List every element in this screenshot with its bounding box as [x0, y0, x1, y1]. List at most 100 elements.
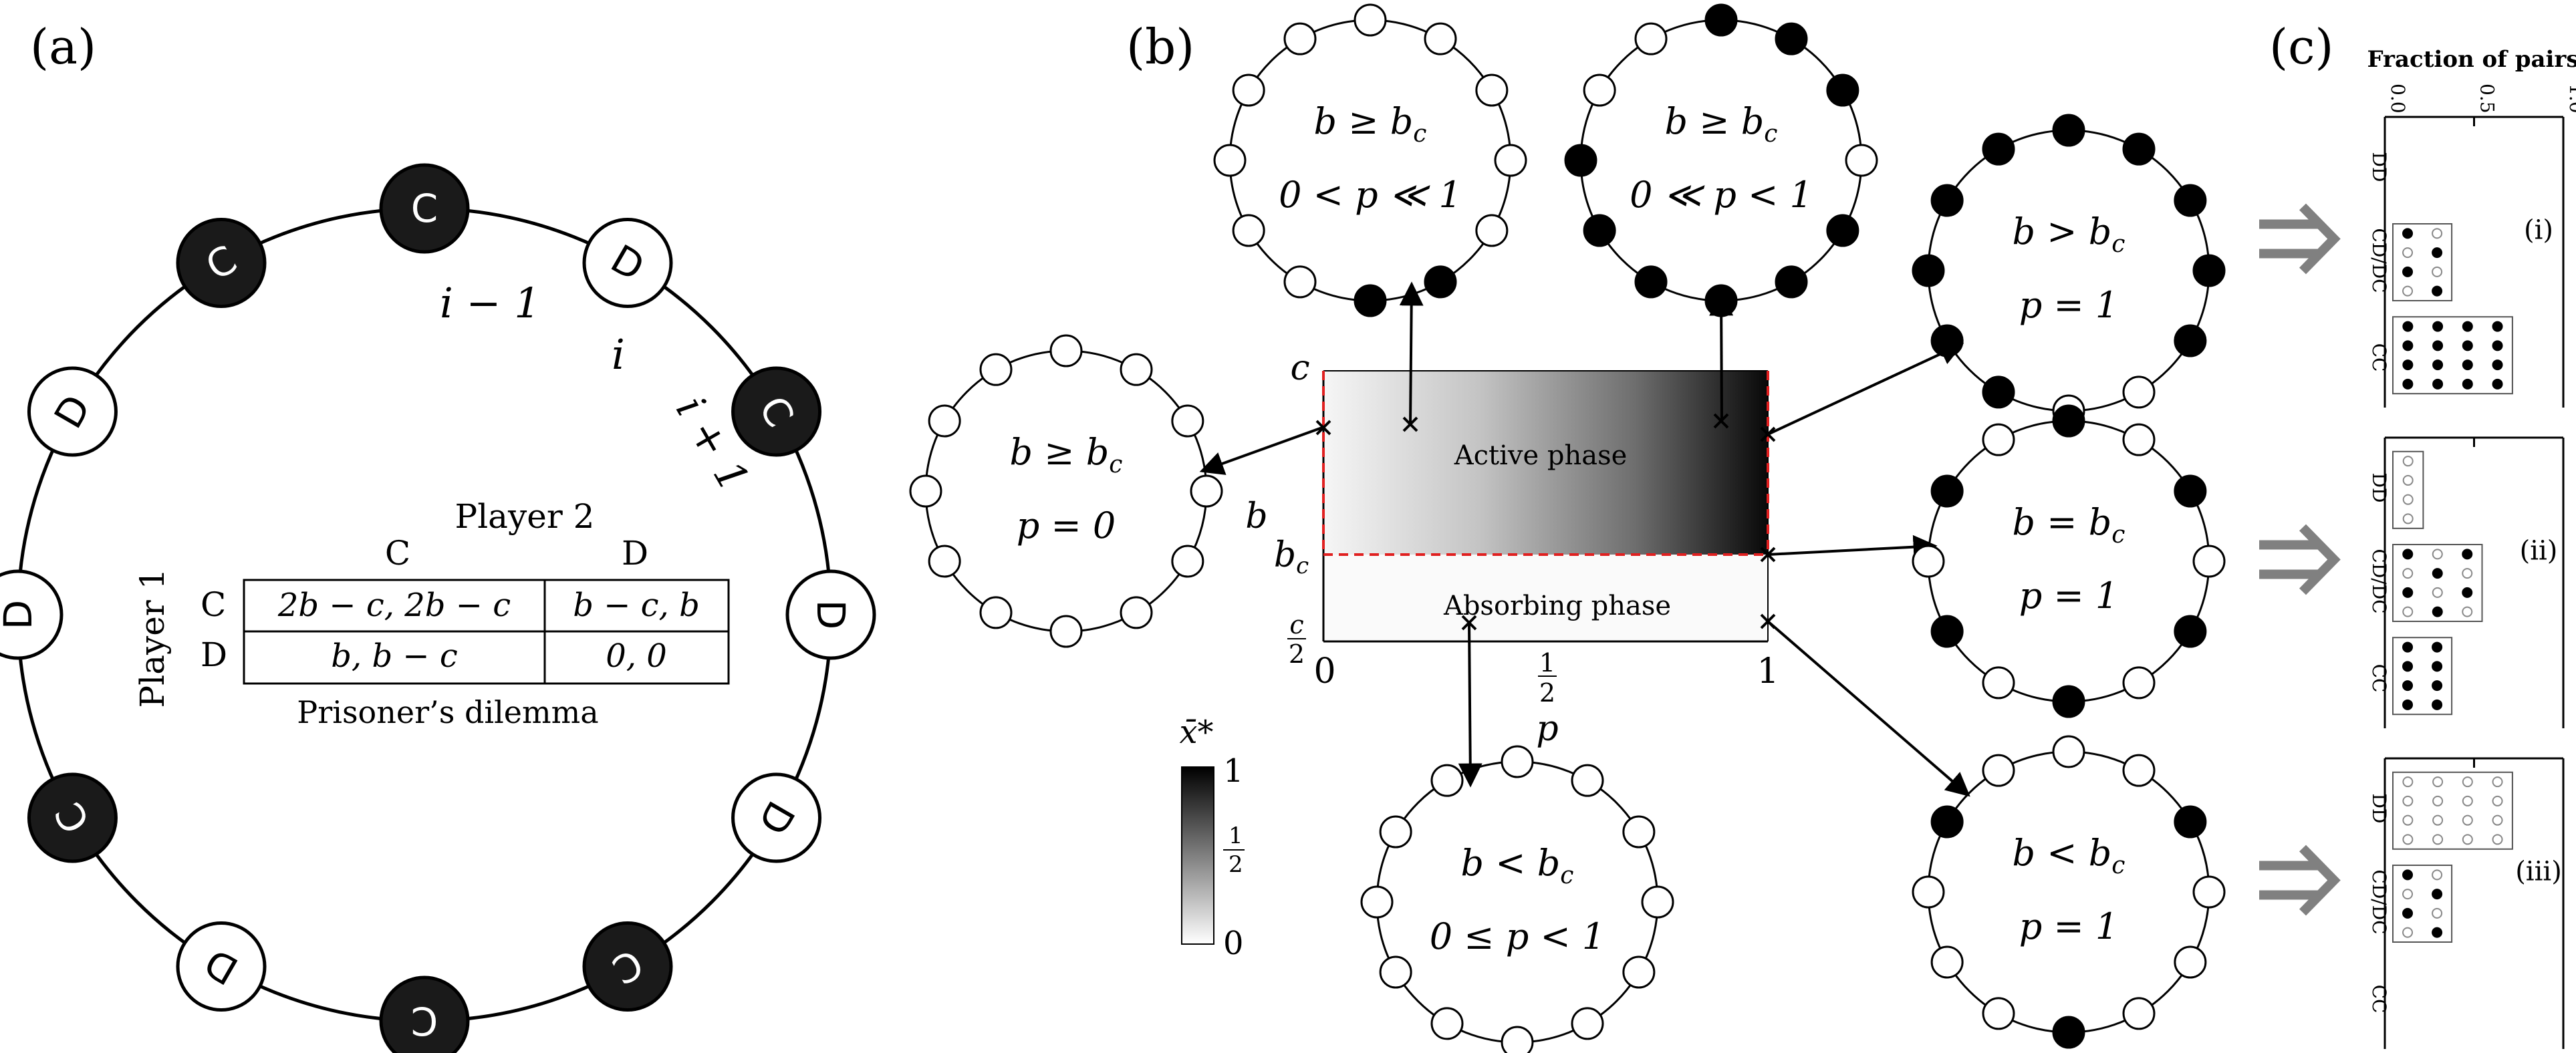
state-node: [1379, 815, 1412, 849]
state-ring-parameter: p = 1: [2019, 575, 2119, 617]
panel-label-c: (c): [2269, 19, 2334, 75]
state-node: [1704, 284, 1738, 317]
ytick-c-half: c 2: [1287, 610, 1306, 669]
category-label: DD: [2368, 152, 2390, 182]
row-c-label: C: [201, 585, 226, 624]
state-node: [2122, 997, 2156, 1030]
label-i-minus-1: i − 1: [440, 279, 541, 327]
double-arrow-icon: [2259, 845, 2341, 916]
state-node: [1430, 764, 1464, 797]
svg-text:2: 2: [1229, 851, 1243, 878]
marker-left: [1315, 420, 1331, 436]
state-ring-parameter: p = 1: [2019, 905, 2119, 947]
absorbing-phase-region: [1323, 555, 1768, 641]
cell-dd: 0, 0: [606, 637, 667, 675]
state-node: [1982, 666, 2015, 700]
ring-nodes: CDCDDCCDCDDC: [0, 163, 876, 1053]
state-ring-condition: b > bc: [2013, 210, 2126, 258]
state-node: [1641, 885, 1674, 919]
state-node: [2052, 685, 2085, 718]
state-ring-condition: b < bc: [2013, 832, 2126, 879]
state-node: [909, 474, 942, 508]
ring-node: C: [379, 163, 470, 254]
state-node: [1430, 1007, 1464, 1040]
state-ring-parameter: 0 ≤ p < 1: [1430, 915, 1605, 957]
svg-text:2: 2: [1289, 639, 1305, 669]
ytick-bc: bc: [1274, 535, 1309, 579]
state-node: [1622, 815, 1656, 849]
state-node: [1982, 423, 2015, 456]
state-node: [1564, 144, 1597, 177]
player1-label: Player 1: [133, 569, 172, 708]
state-ring-top1: b ≥ bc0 < p ≪ 1: [1213, 3, 1527, 317]
state-node: [1424, 265, 1457, 299]
double-arrow-icon: [2259, 524, 2341, 595]
payoff-matrix: Player 2 Player 1 C D C D 2b − c, 2b − c…: [133, 497, 730, 730]
colorbar-title: x̄*: [1179, 714, 1213, 751]
player2-label: Player 2: [455, 497, 595, 536]
fraction-tick-label: 0.0: [2387, 84, 2409, 114]
state-node: [928, 404, 961, 438]
ring-node-letter: C: [411, 186, 438, 231]
state-node: [1775, 265, 1808, 299]
ring-node: D: [582, 217, 673, 308]
double-arrow-icon: [2259, 203, 2341, 275]
bar-cc: [2392, 316, 2513, 395]
state-node: [1571, 764, 1604, 797]
state-ring-condition: b = bc: [2013, 501, 2126, 549]
state-node: [1982, 132, 2015, 166]
bar-cd-dc: [2392, 865, 2453, 943]
state-node: [1930, 945, 1964, 979]
svg-text:2: 2: [1539, 678, 1555, 708]
bar-dd: [2392, 771, 2513, 850]
panel-a: CDCDDCCDCDDC i − 1 i i + 1 Player 2 Play…: [0, 163, 876, 1053]
marker-top1: [1402, 416, 1418, 432]
xtick-0: 0: [1313, 651, 1335, 692]
state-node: [1213, 144, 1247, 177]
state-node: [1622, 955, 1656, 989]
state-node: [2122, 754, 2156, 787]
category-label: CC: [2368, 985, 2390, 1014]
state-ring-parameter: 0 < p ≪ 1: [1279, 174, 1462, 216]
category-label: CD/DC: [2368, 228, 2390, 293]
category-label: CD/DC: [2368, 549, 2390, 613]
state-node: [1930, 184, 1964, 217]
category-label: CC: [2368, 343, 2390, 372]
state-node: [2122, 423, 2156, 456]
ylabel-b: b: [1245, 496, 1267, 537]
state-node: [2122, 666, 2156, 700]
svg-text:1: 1: [1539, 648, 1555, 678]
bar-panel-label: (ii): [2520, 536, 2558, 567]
svg-text:c: c: [1289, 610, 1303, 639]
state-ring-condition: b ≥ bc: [1010, 431, 1123, 478]
state-node: [2174, 805, 2207, 839]
bar-dd: [2392, 450, 2424, 529]
state-node: [1775, 22, 1808, 55]
state-node: [1912, 875, 1945, 909]
state-node: [1634, 22, 1668, 55]
state-node: [1634, 265, 1668, 299]
col-c-label: C: [385, 534, 410, 573]
state-node: [2122, 132, 2156, 166]
state-node: [1826, 73, 1859, 107]
state-node: [1912, 545, 1945, 578]
state-rings: b ≥ bcp = 0b ≥ bc0 < p ≪ 1b ≥ bc0 ≪ p < …: [909, 3, 2226, 1053]
state-node: [1930, 474, 1964, 508]
state-node: [1912, 254, 1945, 287]
colorbar-tick-1: 1: [1223, 752, 1244, 790]
state-node: [1475, 73, 1509, 107]
state-node: [1930, 805, 1964, 839]
state-node: [2192, 545, 2226, 578]
state-node: [928, 545, 961, 578]
state-node: [1494, 144, 1527, 177]
matrix-caption: Prisoner’s dilemma: [297, 694, 598, 730]
state-node: [1283, 22, 1317, 55]
ring-node: D: [176, 921, 267, 1012]
phase-active-label: Active phase: [1454, 440, 1628, 471]
state-node: [2122, 375, 2156, 409]
state-node: [2174, 615, 2207, 648]
